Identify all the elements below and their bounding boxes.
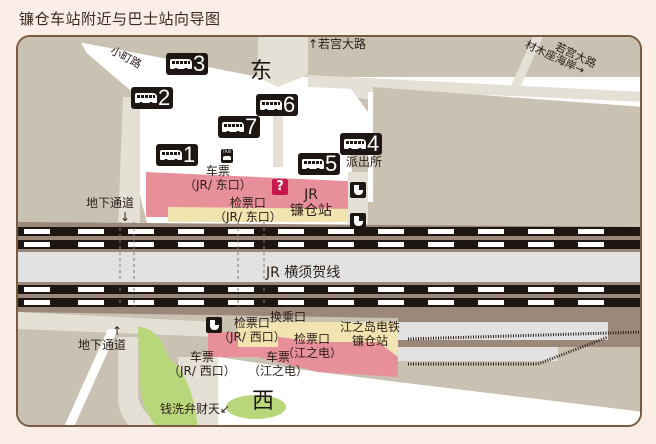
police-box-label: 派出所: [346, 155, 383, 169]
toilet-icon: [206, 317, 222, 333]
map-title: 镰仓车站附近与巴士站向导图: [19, 10, 221, 28]
information-icon[interactable]: ?: [272, 179, 288, 195]
map-graphics: [18, 37, 640, 425]
bus-icon: [222, 122, 244, 134]
zeniarai-benzaiten-label: 钱洗弁财天↙: [160, 402, 231, 416]
bus-stop-3[interactable]: 3: [166, 53, 209, 75]
direction-east: 东: [250, 59, 273, 84]
east-gate-label: 检票口（JR/ 东口）: [214, 196, 282, 224]
bus-icon: [302, 159, 324, 171]
underpass-south-label: ↑地下通道: [78, 324, 127, 352]
enoden-station-label: 江之岛电铁镰仓站: [340, 320, 401, 348]
toilet-icon: [350, 213, 366, 229]
west-ticket-label: 车票（JR/ 西口）: [168, 350, 236, 378]
bus-stop-6[interactable]: 6: [256, 94, 299, 116]
bus-icon: [344, 139, 366, 151]
enoden-ticket-label: 车票（江之电）: [248, 350, 309, 378]
bus-icon: [170, 59, 192, 71]
jr-line-label: JR 横须贺线: [266, 265, 341, 281]
bus-stop-5[interactable]: 5: [298, 153, 341, 175]
bus-stop-7[interactable]: 7: [218, 116, 261, 138]
bus-stop-2[interactable]: 2: [131, 87, 174, 109]
direction-west: 西: [252, 389, 275, 414]
west-gate-label: 检票口（JR/ 西口）: [218, 316, 286, 344]
bus-icon: [135, 93, 157, 105]
bus-icon: [160, 150, 182, 162]
bus-stop-4[interactable]: 4: [340, 133, 383, 155]
station-map: 东 西 小町路 ↑若宫大路 若宫大路 材木座海岸→ 3 2 6 7 1 5 4 …: [16, 35, 642, 427]
bus-icon: [260, 100, 282, 112]
bus-stop-1[interactable]: 1: [156, 144, 199, 166]
road-wakamiya-north: ↑若宫大路: [308, 37, 367, 51]
toilet-icon: [350, 182, 366, 198]
underpass-north-label: 地下通道↓: [86, 196, 135, 224]
east-ticket-label: 车票（JR/ 东口）: [184, 164, 252, 192]
taxi-icon: TAXI: [221, 149, 233, 163]
enoden-gate-label: 检票口（江之电）: [282, 332, 343, 360]
transfer-gate-label: 换乘口: [270, 310, 307, 324]
